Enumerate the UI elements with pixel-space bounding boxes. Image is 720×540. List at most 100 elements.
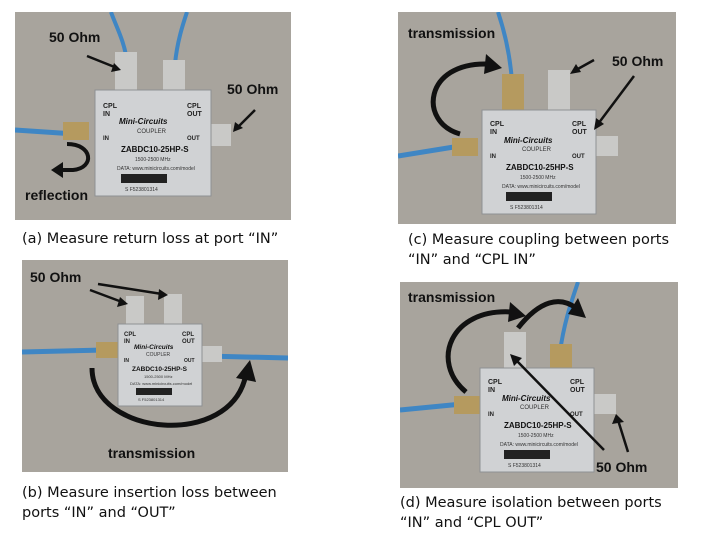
connector-in xyxy=(452,138,478,156)
port-label-out: OUT xyxy=(570,412,583,418)
arrow-transmission-1 xyxy=(445,309,513,394)
connector-cpl-in xyxy=(502,74,524,114)
arrowhead-50ohm xyxy=(594,118,604,130)
photo-panel-a: CPL IN CPL OUT Mini-Circuits COUPLER IN … xyxy=(15,12,291,220)
serial-label: S F523801314 xyxy=(125,187,158,193)
brand-label: Mini-Circuits xyxy=(502,394,551,403)
barcode xyxy=(506,192,552,201)
caption-a: (a) Measure return loss at port “IN” xyxy=(22,231,279,247)
photo-d: CPL IN CPL OUT Mini-Circuits COUPLER IN … xyxy=(400,282,678,488)
port-label-cpl-out: CPL xyxy=(572,121,587,128)
website-label: DATA: www.minicircuits.com/model xyxy=(502,184,580,190)
connector-out xyxy=(198,346,222,362)
photo-c: CPL IN CPL OUT Mini-Circuits COUPLER IN … xyxy=(398,12,676,224)
model-label: ZABDC10-25HP-S xyxy=(506,163,574,172)
function-label: COUPLER xyxy=(146,352,171,358)
label-transmission: transmission xyxy=(408,25,495,41)
cable-cpl-in xyxy=(496,12,514,83)
port-label-in-top: IN xyxy=(124,339,130,345)
brand-label: Mini-Circuits xyxy=(134,344,174,351)
connector-out xyxy=(592,136,618,156)
arrowhead-transmission xyxy=(236,360,256,382)
connector-cpl-in xyxy=(115,52,137,92)
port-label-in: IN xyxy=(488,412,494,418)
serial-label: S F523801314 xyxy=(138,397,165,402)
label-50ohm: 50 Ohm xyxy=(30,269,81,285)
model-label: ZABDC10-25HP-S xyxy=(132,366,188,373)
label-transmission: transmission xyxy=(108,445,195,461)
cable-in xyxy=(398,143,461,159)
arrowhead-transmission xyxy=(484,54,502,74)
arrowhead-reflection xyxy=(51,162,63,178)
arrow-50ohm-1 xyxy=(515,359,605,451)
arrow-transmission-2 xyxy=(516,299,578,330)
arrowhead-50ohm-1 xyxy=(117,297,128,307)
arrowhead-transmission-1 xyxy=(508,302,526,322)
barcode xyxy=(504,450,550,459)
freq-label: 1500-2500 MHz xyxy=(520,175,556,181)
function-label: COUPLER xyxy=(520,405,550,411)
barcode xyxy=(121,174,167,183)
caption-b: (b) Measure insertion loss between ports… xyxy=(22,485,277,521)
port-label-in-top: IN xyxy=(488,387,495,394)
brand-label: Mini-Circuits xyxy=(119,117,168,126)
arrowhead-50ohm-2 xyxy=(158,289,168,300)
website-label: DATA: www.minicircuits.com/model xyxy=(500,442,578,448)
port-label-in: IN xyxy=(103,136,109,142)
arrowhead-50ohm-1 xyxy=(111,63,121,72)
connector-in xyxy=(63,122,89,140)
port-label-cpl-out: CPL xyxy=(187,103,202,110)
port-label-cpl-in: CPL xyxy=(488,379,503,386)
freq-label: 1500-2500 MHz xyxy=(518,433,554,439)
port-label-cpl-in: CPL xyxy=(103,103,118,110)
port-label-in: IN xyxy=(124,358,129,364)
arrowhead-50ohm-2 xyxy=(233,122,243,132)
port-label-cpl-out: CPL xyxy=(570,379,585,386)
connector-out xyxy=(590,394,616,414)
arrow-50ohm-1 xyxy=(89,288,123,304)
cable-top xyxy=(173,12,189,65)
arrow-50ohm-2 xyxy=(97,282,163,296)
website-label: DATA: www.minicircuits.com/model xyxy=(117,166,195,172)
photo-panel-c: CPL IN CPL OUT Mini-Circuits COUPLER IN … xyxy=(398,12,676,224)
label-transmission: transmission xyxy=(408,289,495,305)
arrow-reflection xyxy=(59,142,91,172)
label-reflection: reflection xyxy=(25,187,88,203)
port-label-cpl-in: CPL xyxy=(124,332,136,338)
arrowhead-50ohm-1 xyxy=(510,354,522,366)
connector-cpl-out xyxy=(164,294,182,328)
cable-in xyxy=(400,401,463,413)
barcode xyxy=(136,388,172,395)
port-label-out: OUT xyxy=(187,136,200,142)
connector-in xyxy=(96,342,120,358)
port-label-in: IN xyxy=(490,154,496,160)
serial-label: S F523801314 xyxy=(508,463,541,469)
port-label-out-top: OUT xyxy=(187,111,203,118)
arrowhead-50ohm-b xyxy=(570,64,581,74)
photo-panel-d: CPL IN CPL OUT Mini-Circuits COUPLER IN … xyxy=(400,282,678,488)
freq-label: 1500-2500 MHz xyxy=(135,157,171,163)
port-label-cpl-in: CPL xyxy=(490,121,505,128)
arrow-50ohm-2 xyxy=(616,419,630,453)
caption-c: (c) Measure coupling between ports “IN” … xyxy=(408,232,670,268)
caption-d: (d) Measure isolation between ports “IN”… xyxy=(400,495,662,531)
port-label-in-top: IN xyxy=(103,111,110,118)
function-label: COUPLER xyxy=(137,129,167,135)
serial-label: S F523801314 xyxy=(510,205,543,211)
arrowhead-50ohm-2 xyxy=(612,414,624,424)
arrowhead-transmission-2 xyxy=(568,298,586,318)
port-label-out-top: OUT xyxy=(182,339,195,345)
connector-in xyxy=(454,396,480,414)
port-label-out: OUT xyxy=(184,358,195,364)
cable-in xyxy=(22,347,105,355)
model-label: ZABDC10-25HP-S xyxy=(121,145,189,154)
freq-label: 1500-2500 MHz xyxy=(144,374,172,379)
port-label-out: OUT xyxy=(572,154,585,160)
arrow-50ohm-1 xyxy=(86,54,118,70)
arrow-transmission xyxy=(89,367,249,428)
arrow-transmission xyxy=(430,61,489,137)
label-50ohm: 50 Ohm xyxy=(596,459,647,475)
label-50ohm-right: 50 Ohm xyxy=(227,81,278,97)
port-label-out-top: OUT xyxy=(572,129,588,136)
photo-b: CPL IN CPL OUT Mini-Circuits COUPLER IN … xyxy=(22,260,288,472)
